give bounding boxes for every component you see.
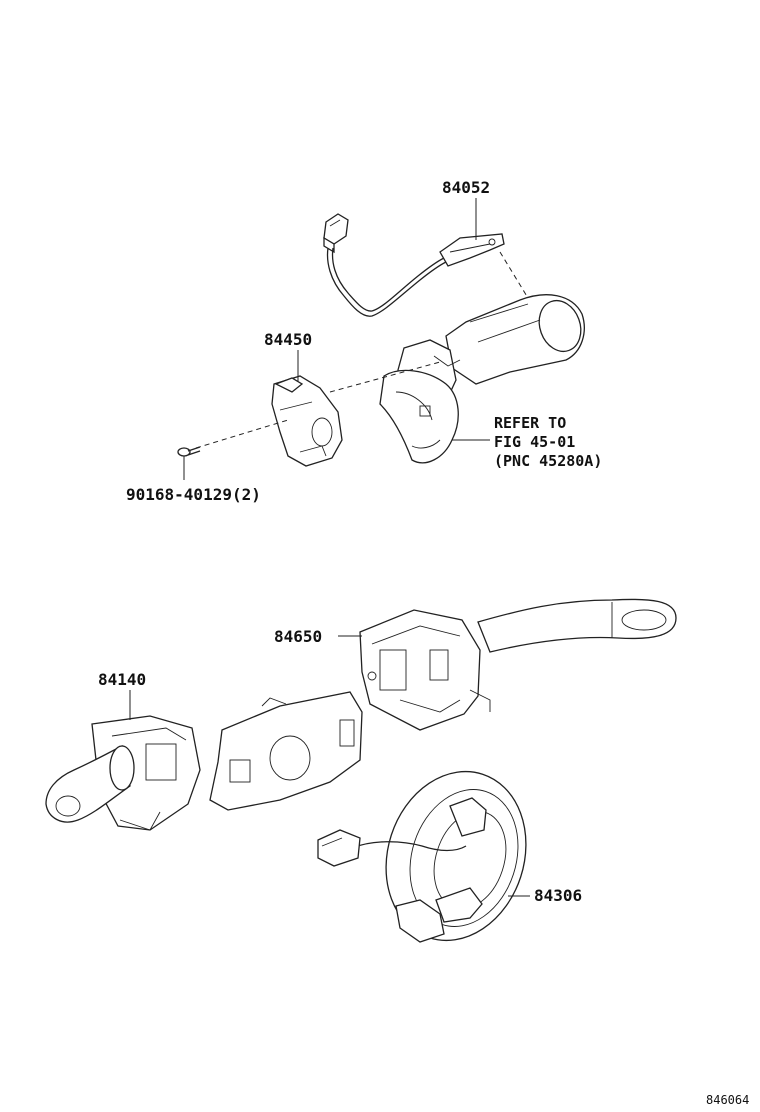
reference-line-1: REFER TO [494, 414, 566, 432]
part-label-90168: 90168-40129(2) [126, 485, 261, 504]
wire-harness-84052 [323, 213, 505, 317]
reference-line-2: FIG 45-01 [494, 433, 575, 451]
switch-assembly-84650 [359, 598, 677, 731]
part-label-84650: 84650 [274, 627, 322, 646]
column-housing [379, 294, 585, 464]
spiral-cable-84306 [317, 770, 527, 943]
part-label-84140: 84140 [98, 670, 146, 689]
reference-line-3: (PNC 45280A) [494, 452, 602, 470]
switch-assembly-84140 [45, 715, 201, 831]
bracket-plate [209, 691, 363, 811]
screw-90168 [177, 446, 201, 457]
figure-number: 846064 [706, 1093, 749, 1107]
part-label-84450: 84450 [264, 330, 312, 349]
part-label-84306: 84306 [534, 886, 582, 905]
sensor-84450 [271, 375, 343, 467]
part-label-84052: 84052 [442, 178, 490, 197]
